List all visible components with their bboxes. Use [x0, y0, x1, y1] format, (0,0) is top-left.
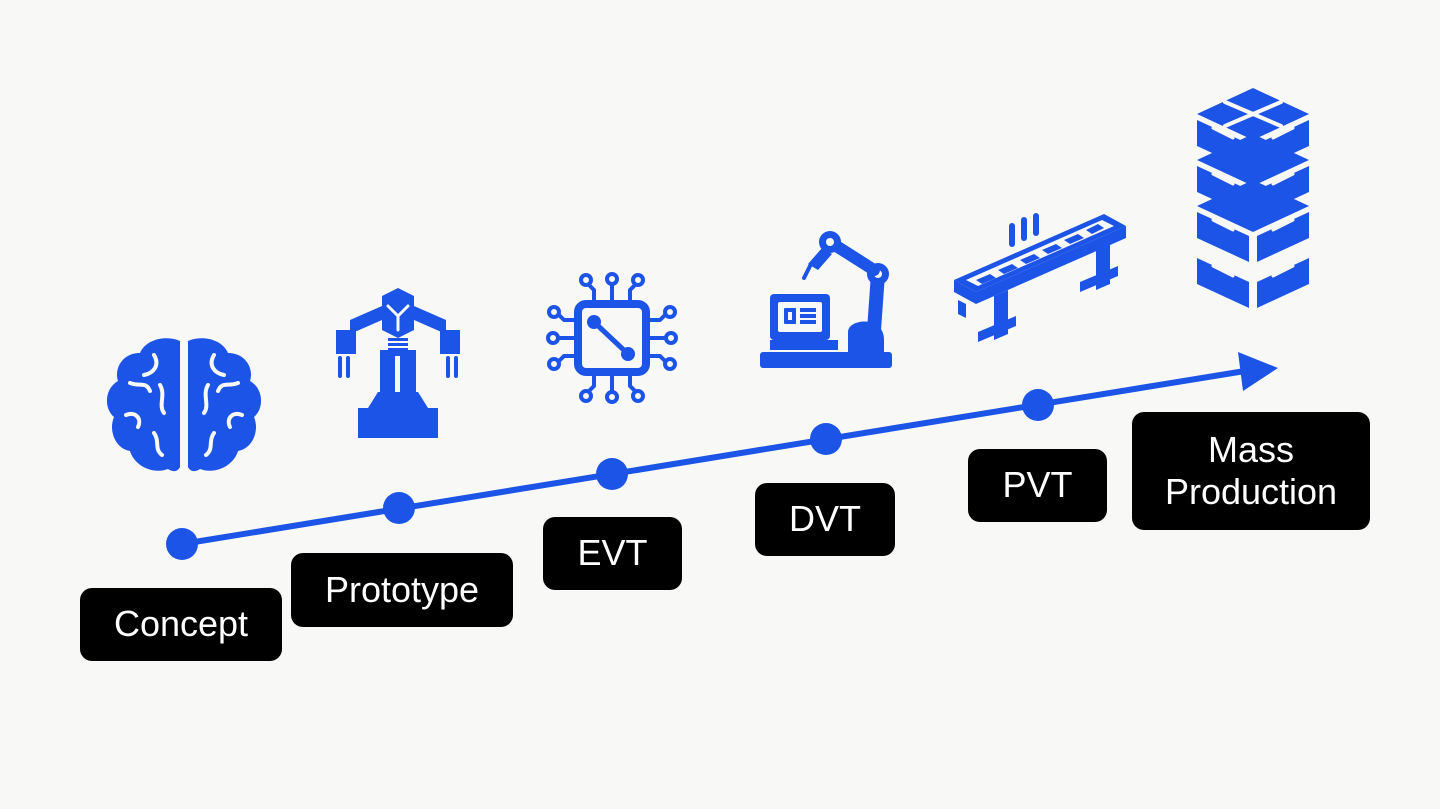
stacked-boxes-icon	[1197, 88, 1309, 308]
milestone-dots	[166, 389, 1054, 560]
timeline-arrow	[181, 352, 1278, 547]
robot-arm-icon	[336, 288, 460, 438]
milestone-dot-evt	[596, 458, 628, 490]
brain-icon	[106, 338, 262, 472]
stage-label-mass-production: Mass Production	[1132, 412, 1370, 530]
timeline-line	[181, 368, 1246, 547]
stage-label-pvt: PVT	[968, 449, 1107, 522]
milestone-dot-dvt	[810, 423, 842, 455]
robotic-arm-workstation-icon	[760, 231, 892, 368]
conveyor-belt-icon	[954, 213, 1126, 342]
stage-label-prototype: Prototype	[291, 553, 513, 627]
milestone-dot-prototype	[383, 492, 415, 524]
milestone-dot-concept	[166, 528, 198, 560]
arrow-head-icon	[1238, 352, 1278, 391]
circuit-chip-icon	[546, 272, 678, 404]
stage-label-dvt: DVT	[755, 483, 895, 556]
stage-label-evt: EVT	[543, 517, 682, 590]
stage-label-concept: Concept	[80, 588, 282, 661]
milestone-dot-pvt	[1022, 389, 1054, 421]
